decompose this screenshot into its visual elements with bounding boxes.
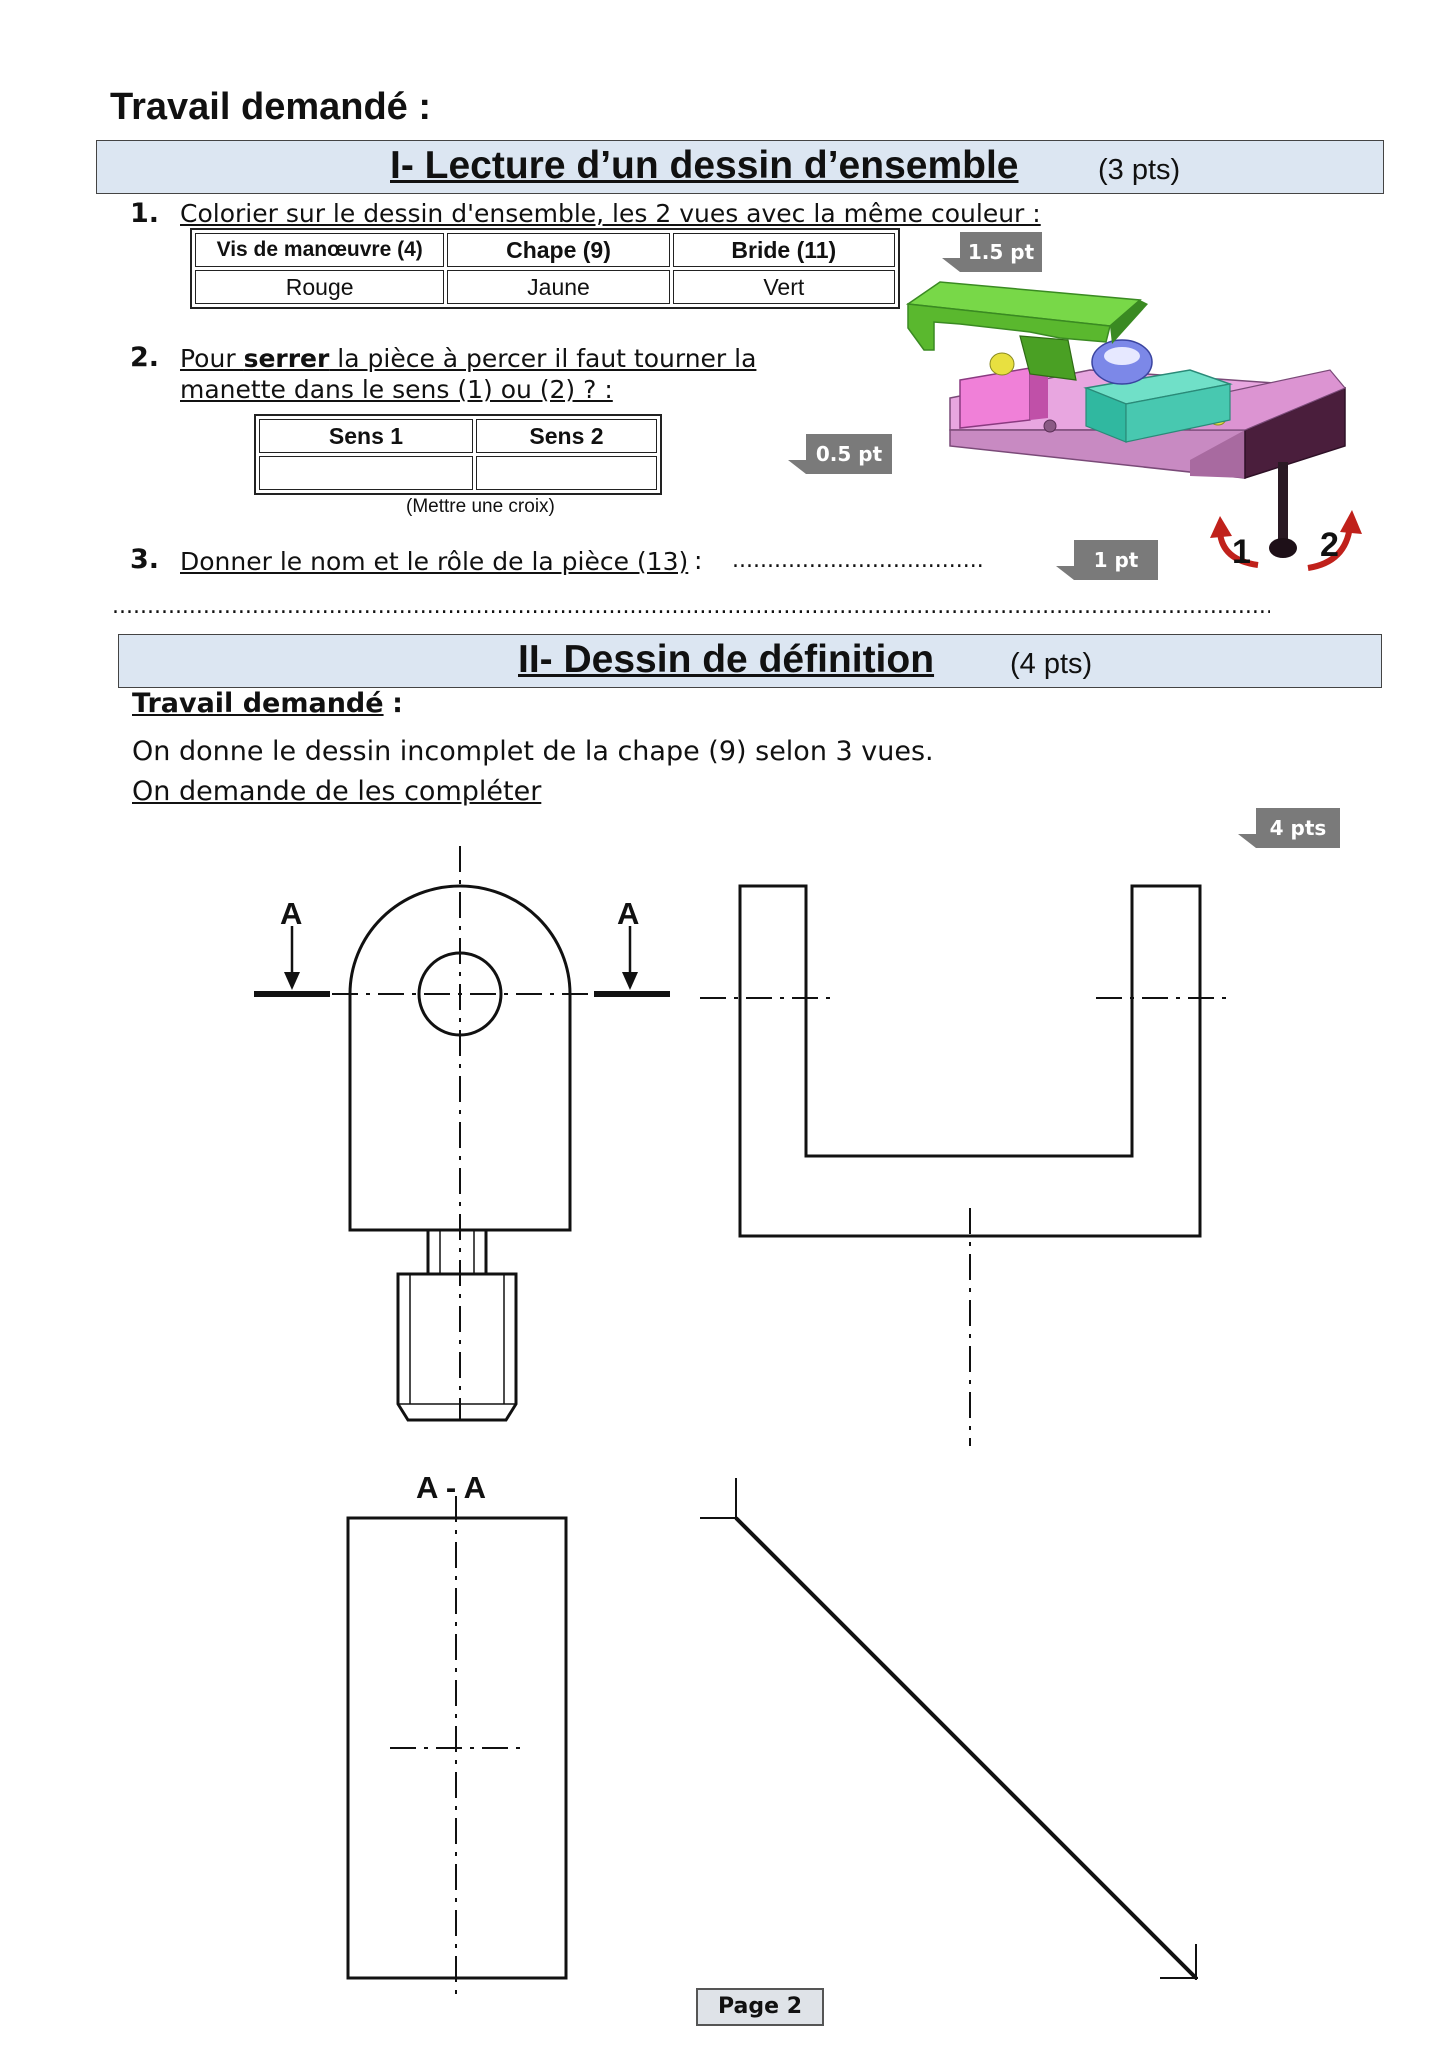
question2-text: Pour serrer la pièce à percer il faut to… xyxy=(180,343,756,405)
answer-dots-inline[interactable]: .................................... xyxy=(732,548,984,573)
section-mark-left: A xyxy=(280,896,302,931)
front-view-shank xyxy=(426,1228,488,1276)
question2-text-pre: Pour xyxy=(180,344,244,373)
yellow-pin-left xyxy=(989,352,1015,376)
question3-colon: : xyxy=(694,546,703,575)
answer-dots-line[interactable]: ........................................… xyxy=(112,594,1270,619)
support-side xyxy=(1030,368,1048,420)
assembly-illustration: 1 2 xyxy=(905,281,1362,571)
arrow-2-head xyxy=(1340,510,1362,534)
question2-text-line2: manette dans le sens (1) ou (2) ? : xyxy=(180,375,613,404)
section-mark-right: A xyxy=(617,896,639,931)
table-cell-rouge: Rouge xyxy=(195,270,445,304)
screw-knob xyxy=(1269,538,1297,558)
table-header-bride: Bride (11) xyxy=(672,233,895,267)
direction-table: Sens 1 Sens 2 xyxy=(254,414,662,495)
side-view-outline xyxy=(738,884,1202,1238)
arrow-2-label: 2 xyxy=(1320,526,1339,564)
question1-text: Colorier sur le dessin d'ensemble, les 2… xyxy=(180,199,1041,228)
badge-q3: 1 pt xyxy=(1074,540,1158,580)
badge-section2-tail xyxy=(1238,834,1256,848)
section2-points: (4 pts) xyxy=(1010,648,1093,680)
table-header-chape: Chape (9) xyxy=(447,233,670,267)
table-header-sens2: Sens 2 xyxy=(476,419,657,453)
section2-title: II- Dessin de définition xyxy=(518,638,935,681)
green-clamp-front xyxy=(907,303,1111,351)
arrow-1-label: 1 xyxy=(1232,533,1251,571)
sens2-checkbox[interactable] xyxy=(476,456,657,490)
table-cell-vert: Vert xyxy=(672,270,895,304)
front-view-thread xyxy=(396,1272,518,1422)
work-label-row: Travail demandé : xyxy=(132,688,403,719)
page-heading: Travail demandé : xyxy=(110,86,432,128)
question2-text-bold: serrer xyxy=(243,344,330,373)
section2-line1: On donne le dessin incomplet de la chape… xyxy=(132,736,934,767)
sens1-checkbox[interactable] xyxy=(259,456,473,490)
badge-q1: 1.5 pt xyxy=(960,232,1042,272)
base-hole xyxy=(1043,419,1057,433)
section1-banner xyxy=(96,140,1384,194)
badge-q3-tail xyxy=(1056,566,1074,580)
table-header-sens1: Sens 1 xyxy=(259,419,473,453)
section1-title: I- Lecture d’un dessin d’ensemble xyxy=(390,144,1019,187)
badge-q1-tail xyxy=(942,258,960,272)
color-table: Vis de manœuvre (4) Chape (9) Bride (11)… xyxy=(190,228,900,309)
badge-q2: 0.5 pt xyxy=(806,434,892,474)
base-jaw-front xyxy=(1190,430,1245,478)
cut-arrow-right-head xyxy=(622,972,638,990)
direction-note: (Mettre une croix) xyxy=(406,496,555,517)
arrow-1-head xyxy=(1210,516,1232,538)
table-header-vis: Vis de manœuvre (4) xyxy=(195,233,445,267)
section2-line2: On demande de les compléter xyxy=(132,776,542,807)
page-number: Page 2 xyxy=(696,1988,824,2026)
table-cell-jaune: Jaune xyxy=(447,270,670,304)
badge-q2-tail xyxy=(788,460,806,474)
cut-arrow-left-head xyxy=(284,972,300,990)
work-label-colon: : xyxy=(392,688,403,719)
question3-text: Donner le nom et le rôle de la pièce (13… xyxy=(180,547,689,576)
question1-number: 1. xyxy=(130,198,160,229)
question2-text-post: la pièce à percer il faut tourner la xyxy=(329,344,757,373)
front-view-outline xyxy=(348,884,572,1232)
section2-banner xyxy=(118,634,1382,688)
green-clamp-arm xyxy=(1019,335,1077,381)
teal-jaw-side xyxy=(1125,383,1231,443)
work-label: Travail demandé xyxy=(132,688,384,719)
blue-roller-highlight xyxy=(1104,347,1140,365)
question2-number: 2. xyxy=(130,342,160,373)
section1-points: (3 pts) xyxy=(1098,154,1181,186)
question3-number: 3. xyxy=(130,544,160,575)
green-clamp-end xyxy=(1110,300,1148,344)
construction-diagonal xyxy=(734,1516,1198,1980)
section-view-label: A - A xyxy=(416,1470,486,1505)
screw-rod xyxy=(1278,462,1288,540)
badge-section2: 4 pts xyxy=(1256,808,1340,848)
